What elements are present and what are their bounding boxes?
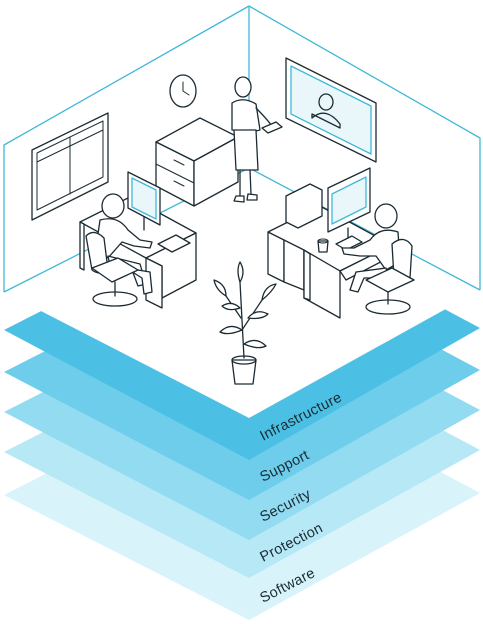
- person-right: [341, 203, 401, 293]
- tablet-icon: [261, 121, 283, 134]
- monitor-left: [127, 171, 191, 253]
- standing-woman: [231, 76, 283, 203]
- wall-screen: [285, 57, 377, 163]
- clock-icon: [169, 74, 197, 108]
- user-avatar-icon: [311, 93, 341, 129]
- keyboard-left: [157, 234, 191, 253]
- monitor-right: [317, 167, 371, 253]
- coffee-mug-icon: [317, 238, 329, 253]
- chair-right: [365, 238, 415, 315]
- chair-left: [85, 231, 139, 307]
- window-left-wall: [31, 112, 109, 221]
- partition-right: [285, 183, 323, 229]
- potted-plant-icon: [213, 261, 277, 385]
